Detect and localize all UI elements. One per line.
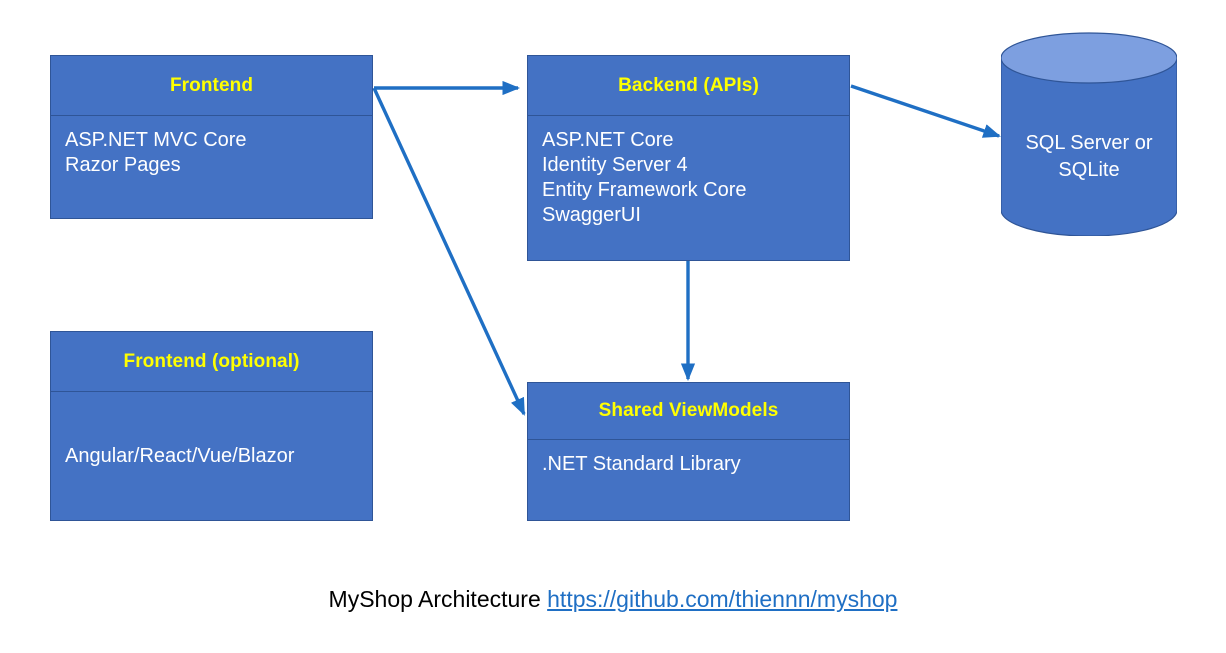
node-frontend-optional-body: Angular/React/Vue/Blazor [51, 392, 372, 520]
arrow-backend-to-database [850, 84, 1001, 138]
node-backend-line-2: Identity Server 4 [542, 154, 688, 176]
node-database-cylinder[interactable]: SQL Server or SQLite [1001, 32, 1177, 236]
node-backend-header: Backend (APIs) [528, 56, 849, 116]
node-backend-line-4: SwaggerUI [542, 204, 641, 226]
node-frontend-line-2: Razor Pages [65, 154, 181, 176]
node-frontend-optional-header: Frontend (optional) [51, 332, 372, 392]
caption-title: MyShop Architecture [328, 586, 548, 612]
node-frontend[interactable]: Frontend ASP.NET MVC Core Razor Pages [50, 55, 373, 219]
database-cylinder-icon [1001, 32, 1177, 236]
node-frontend-optional[interactable]: Frontend (optional) Angular/React/Vue/Bl… [50, 331, 373, 521]
node-shared-viewmodels-header: Shared ViewModels [528, 383, 849, 440]
node-backend-body: ASP.NET Core Identity Server 4 Entity Fr… [528, 116, 849, 260]
arrow-frontend-to-shared-viewmodels [372, 87, 526, 416]
node-frontend-line-1: ASP.NET MVC Core [65, 129, 247, 151]
node-frontend-header: Frontend [51, 56, 372, 116]
diagram-caption: MyShop Architecture https://github.com/t… [0, 586, 1226, 613]
node-shared-viewmodels-body: .NET Standard Library [528, 440, 849, 520]
node-shared-viewmodels[interactable]: Shared ViewModels .NET Standard Library [527, 382, 850, 521]
caption-repository-link[interactable]: https://github.com/thiennn/myshop [547, 586, 898, 612]
node-backend-line-1: ASP.NET Core [542, 129, 674, 151]
node-frontend-optional-line-1: Angular/React/Vue/Blazor [65, 444, 295, 467]
node-backend[interactable]: Backend (APIs) ASP.NET Core Identity Ser… [527, 55, 850, 261]
node-frontend-body: ASP.NET MVC Core Razor Pages [51, 116, 372, 218]
node-backend-line-3: Entity Framework Core [542, 179, 747, 201]
node-shared-viewmodels-line-1: .NET Standard Library [542, 453, 741, 475]
